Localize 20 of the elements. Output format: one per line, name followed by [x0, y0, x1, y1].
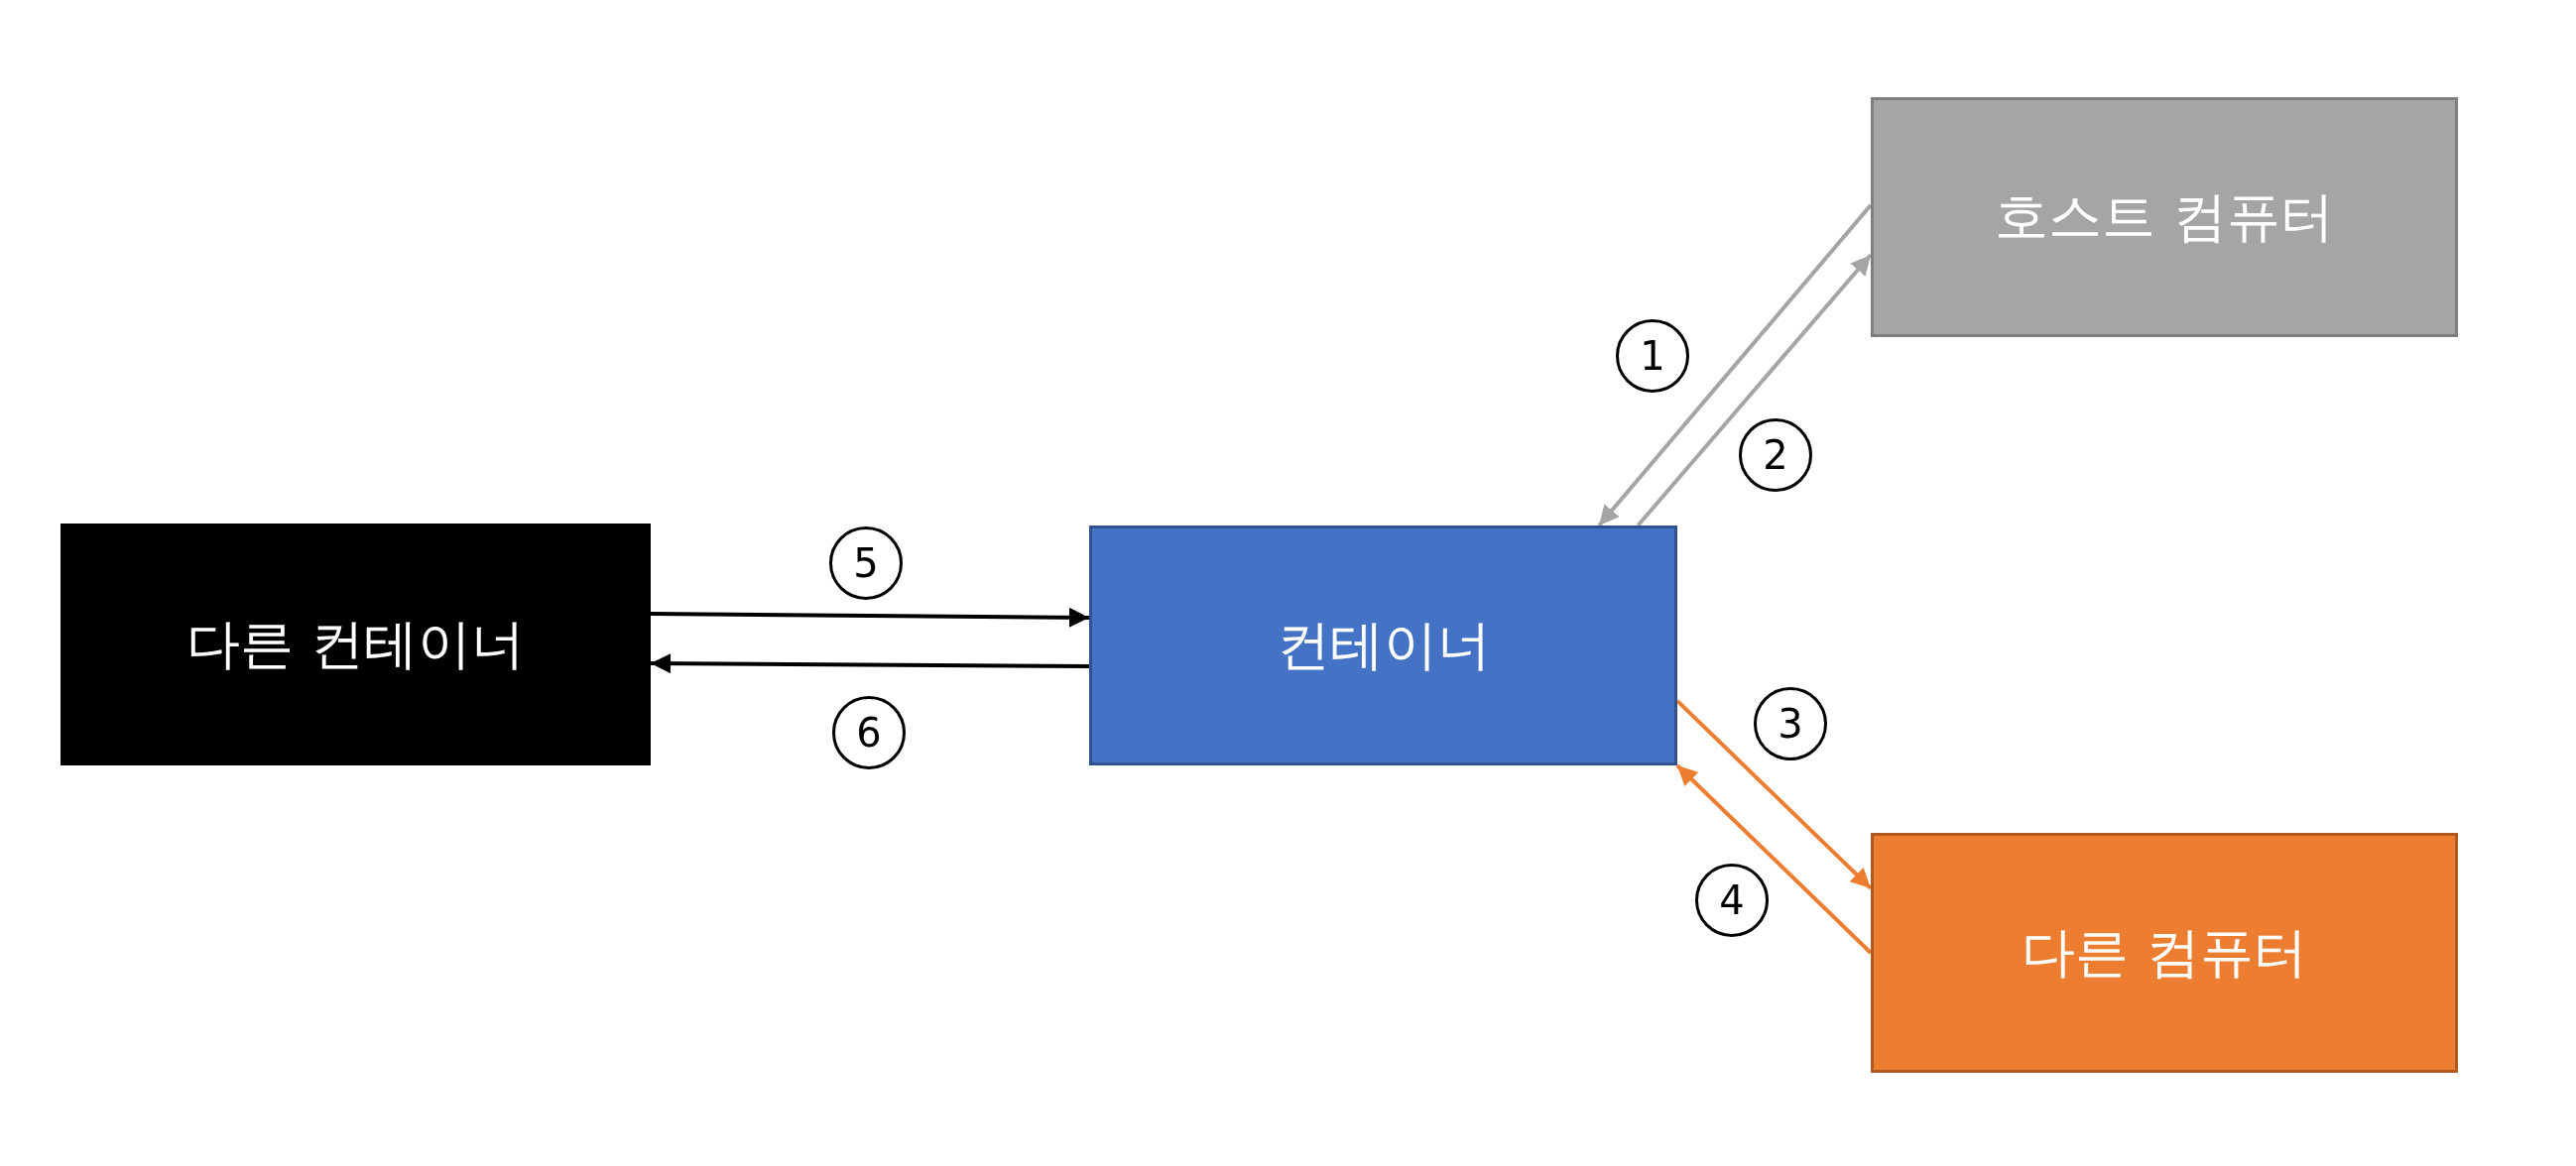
arrow [1597, 203, 1873, 527]
callout-number: 6 [832, 696, 906, 769]
arrow [1636, 253, 1873, 527]
process-box [1089, 525, 1677, 765]
box-label: 다른 컴퓨터 [2022, 919, 2307, 986]
callout-number: 2 [1739, 418, 1812, 492]
box-label: 호스트 컴퓨터 [1995, 183, 2334, 250]
callout-number: 5 [829, 526, 903, 600]
arrow [1675, 699, 1873, 890]
process-box [61, 524, 651, 765]
callout-number: 1 [1616, 319, 1689, 393]
callout-number: 3 [1754, 687, 1827, 760]
box-label: 다른 컨테이너 [185, 611, 526, 677]
process-box [1871, 97, 2458, 337]
process-box [1871, 833, 2458, 1073]
callout-number: 4 [1695, 864, 1769, 937]
arrow [651, 607, 1089, 628]
box-label: 컨테이너 [1276, 612, 1491, 678]
arrow [651, 653, 1089, 674]
arrow [1675, 763, 1873, 955]
